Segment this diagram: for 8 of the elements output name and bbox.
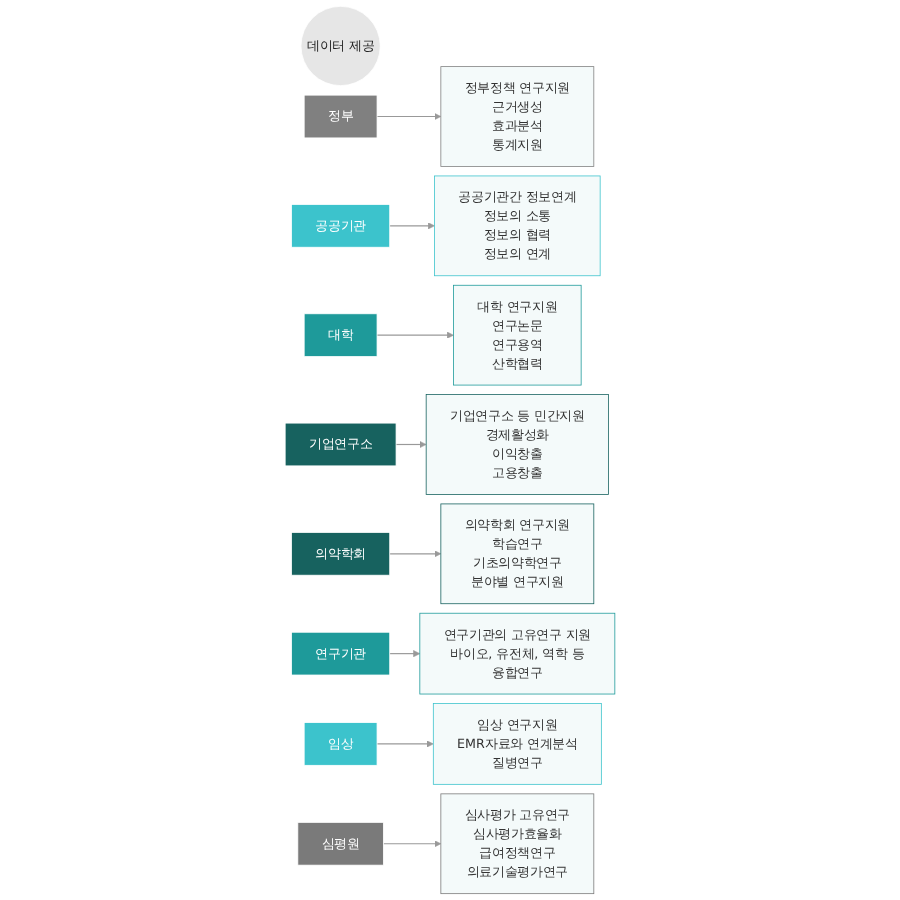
arrow [382,840,442,848]
arrow [376,740,434,748]
arrow [389,222,435,230]
arrow [389,650,421,658]
arrow [389,550,442,558]
arrow [376,331,454,339]
arrow [376,113,442,120]
arrow [395,441,427,448]
